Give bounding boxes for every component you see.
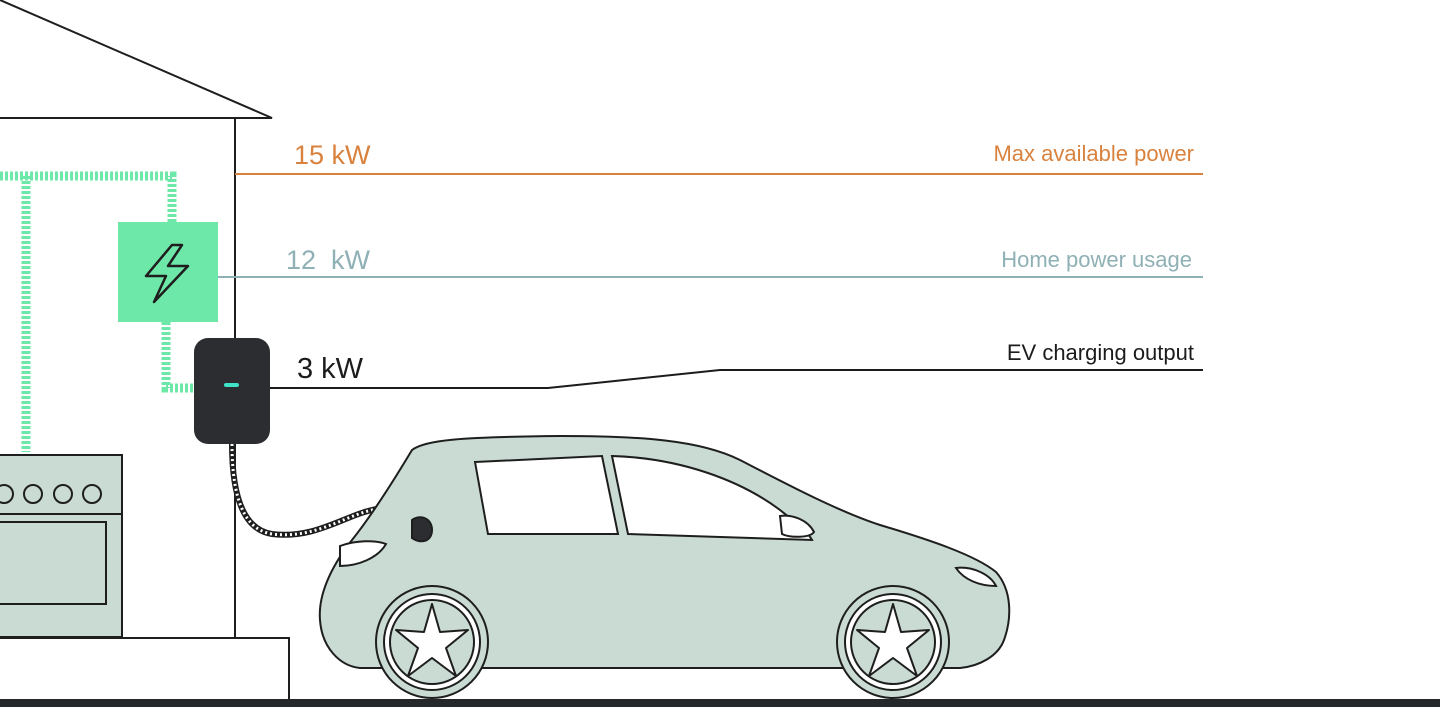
stove-knob	[82, 484, 102, 504]
lightning-bolt-icon	[118, 222, 218, 322]
home-usage-label: Home power usage	[1001, 247, 1192, 272]
ev-output-line	[270, 369, 1203, 389]
car-wheel-rear	[375, 585, 489, 699]
max-power-label: Max available power	[993, 141, 1194, 166]
stove-knob	[23, 484, 43, 504]
home-wiring	[0, 171, 194, 452]
charge-port-plug	[411, 516, 434, 543]
home-usage-value: 12 kW	[286, 245, 371, 275]
stove-knob	[53, 484, 73, 504]
charger-led	[224, 383, 239, 387]
power-meter-box	[118, 222, 218, 322]
wallbox-charger-icon	[194, 338, 270, 444]
house-roof	[0, 0, 273, 119]
car-window-rear	[473, 454, 620, 535]
ev-output-label: EV charging output	[1007, 340, 1194, 365]
ground-line	[0, 699, 1440, 707]
stove	[0, 454, 123, 638]
charging-cable-pattern	[230, 443, 420, 537]
stove-body	[0, 454, 123, 638]
charger-body	[194, 338, 270, 444]
electric-car	[318, 434, 1011, 669]
car-side-mirror	[778, 514, 816, 538]
ev-output-value: 3 kW	[297, 353, 364, 385]
car-head-light	[954, 566, 998, 588]
stove-oven-door	[0, 521, 107, 605]
max-power-value: 15 kW	[294, 140, 371, 170]
house-foundation	[0, 637, 290, 699]
car-wheel-front	[836, 585, 950, 699]
car-tail-light	[339, 540, 388, 568]
stove-knob	[0, 484, 14, 504]
